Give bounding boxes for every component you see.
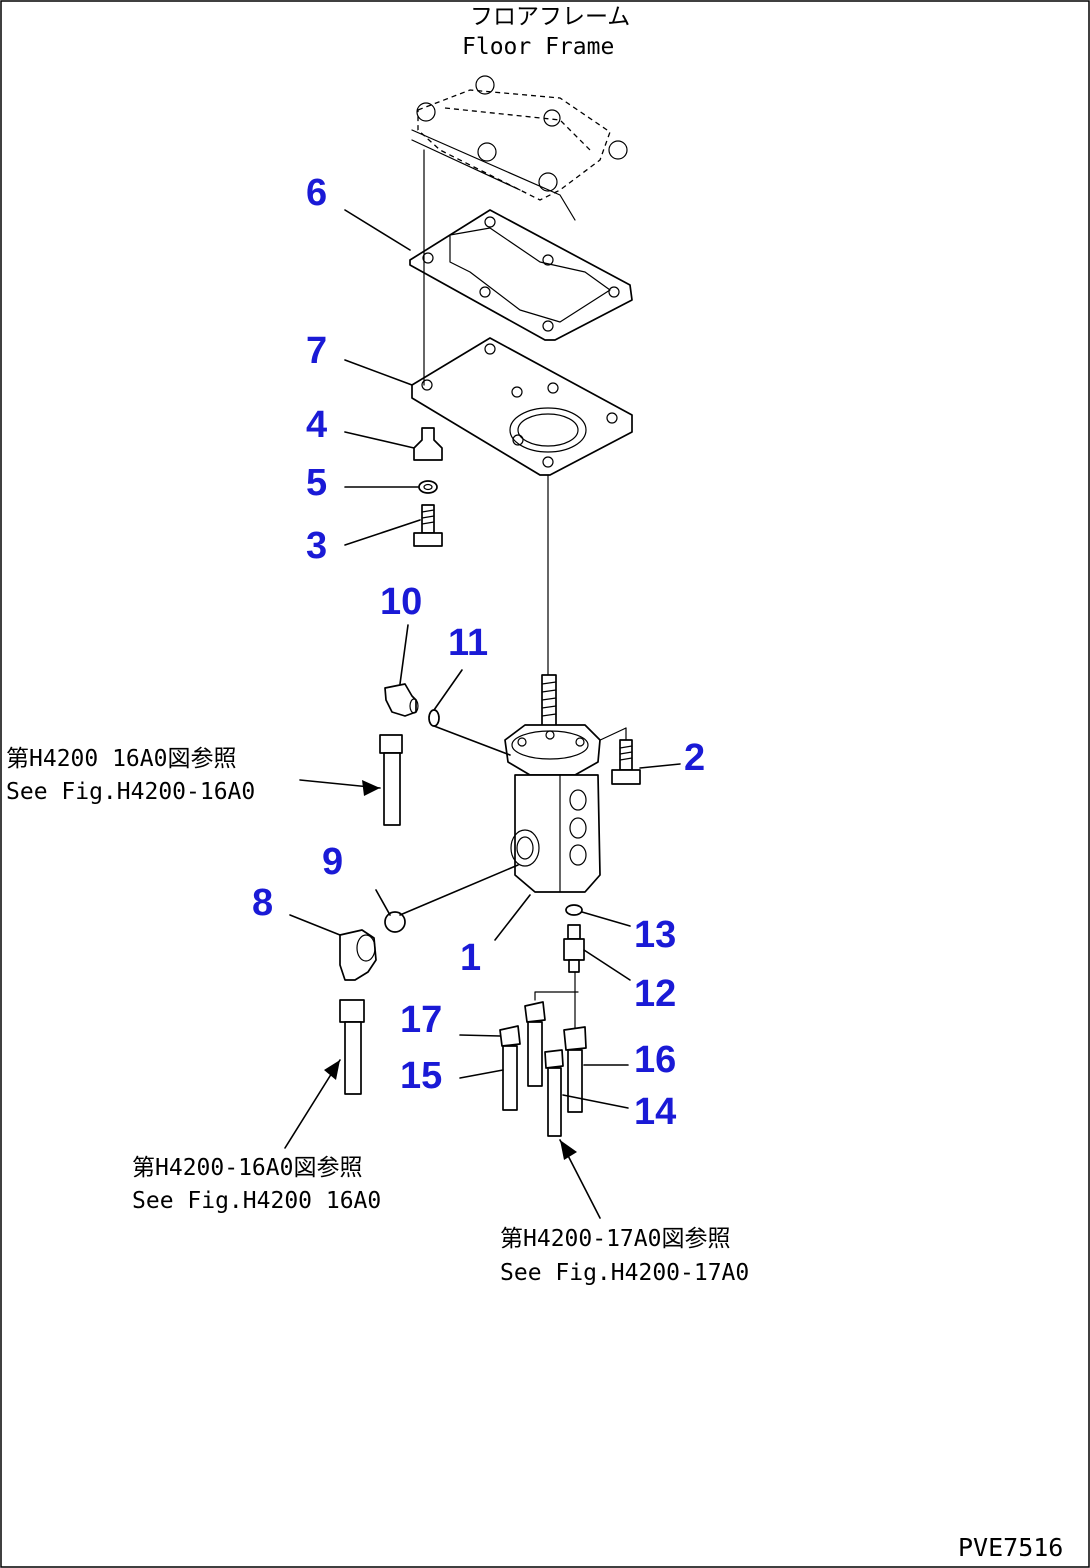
reference-arrow-right: [559, 1139, 601, 1219]
callout-17: 17: [400, 999, 442, 1041]
part-5-washer: [418, 480, 438, 494]
part-13-o-ring: [565, 904, 583, 916]
part-11-o-ring: [428, 709, 440, 727]
hose-upper-left: [379, 734, 403, 826]
part-8-elbow: [339, 929, 377, 981]
leader-lines: [289, 209, 681, 1109]
callout-9: 9: [322, 841, 343, 883]
part-17-hose: [499, 1025, 521, 1111]
part-6-gasket: [409, 209, 633, 341]
part-9-o-ring: [384, 911, 406, 933]
part-10-elbow: [384, 683, 419, 717]
hose-lower-left: [339, 999, 365, 1095]
reference-lower-left-en: See Fig.H4200 16A0: [132, 1188, 381, 1214]
callout-14: 14: [634, 1091, 676, 1133]
floor-frame-outline: [411, 75, 628, 221]
callout-5: 5: [306, 462, 327, 504]
callout-4: 4: [306, 404, 327, 446]
floor-frame-title-jp: フロアフレーム: [470, 4, 630, 30]
callout-15: 15: [400, 1055, 442, 1097]
part-12-connector: [563, 924, 585, 973]
part-15-hose: [524, 1001, 546, 1087]
callout-12: 12: [634, 973, 676, 1015]
reference-right-jp: 第H4200-17A0図参照: [500, 1226, 730, 1252]
reference-upper-left-jp: 第H4200 16A0図参照: [6, 746, 236, 772]
callout-2: 2: [684, 737, 705, 779]
reference-lower-left-jp: 第H4200-16A0図参照: [132, 1155, 362, 1181]
callout-7: 7: [306, 330, 327, 372]
part-14-hose: [544, 1049, 564, 1137]
part-1-valve-body: [504, 674, 601, 893]
part-3-bolt: [413, 504, 443, 547]
callout-1: 1: [460, 937, 481, 979]
callout-10: 10: [380, 581, 422, 623]
drawing-number: PVE7516: [958, 1533, 1063, 1562]
part-2-bolt: [611, 739, 641, 785]
reference-arrow-lower-left: [284, 1059, 341, 1149]
callout-13: 13: [634, 914, 676, 956]
callout-11: 11: [448, 622, 488, 664]
callout-3: 3: [306, 525, 327, 567]
reference-arrow-upper-left: [299, 779, 381, 796]
callout-6: 6: [306, 172, 327, 214]
callout-16: 16: [634, 1039, 676, 1081]
reference-upper-left-en: See Fig.H4200-16A0: [6, 779, 255, 805]
callout-8: 8: [252, 882, 273, 924]
part-7-plate: [411, 337, 633, 476]
floor-frame-title-en: Floor Frame: [462, 34, 614, 60]
reference-right-en: See Fig.H4200-17A0: [500, 1260, 749, 1286]
part-4-cap: [413, 427, 443, 461]
